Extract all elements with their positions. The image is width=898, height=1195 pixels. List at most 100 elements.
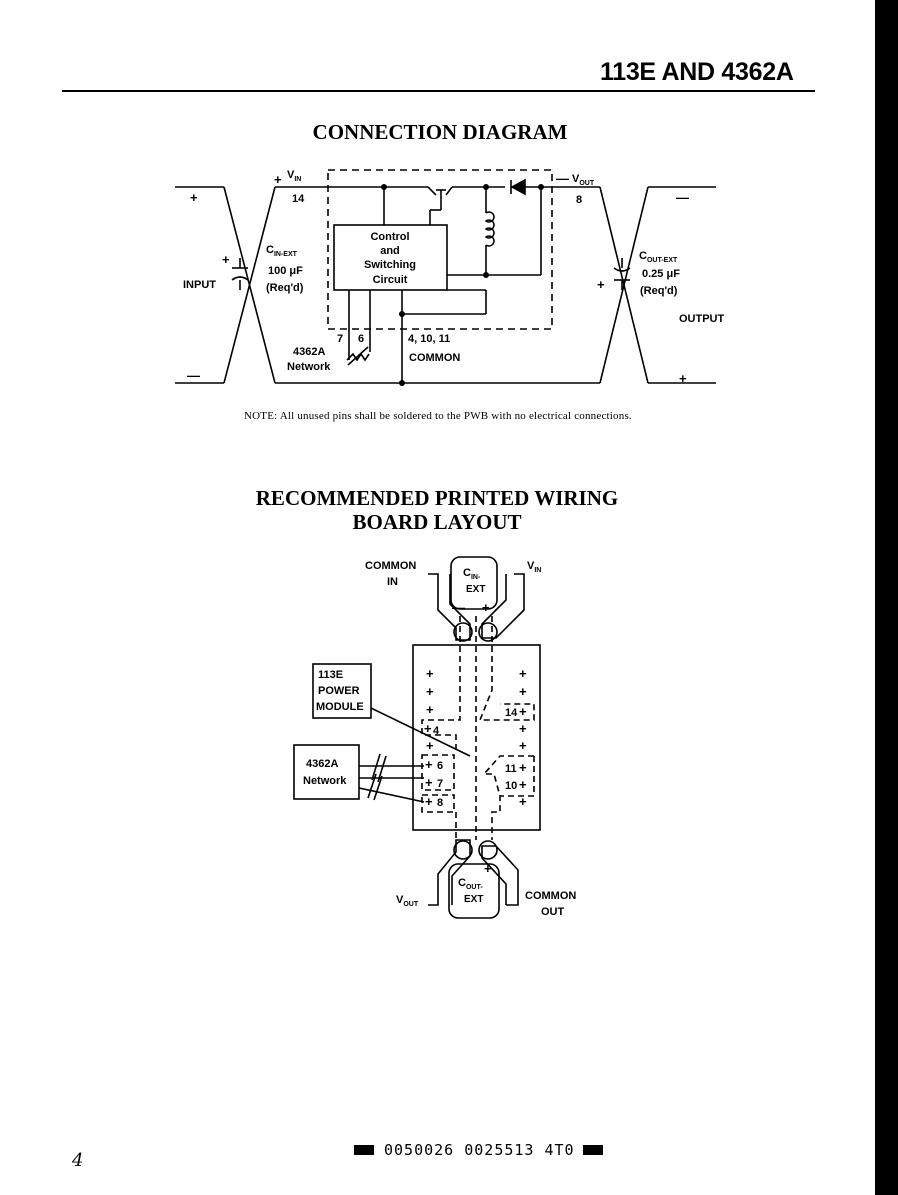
cin-label: CIN-EXT	[266, 244, 298, 258]
cout-value: 0.25 μF	[642, 268, 680, 280]
footer-code: 0050026 0025513 4T0	[384, 1141, 575, 1159]
common-in-trace	[428, 573, 471, 641]
control-block-line-3: Switching	[364, 259, 416, 271]
pad-mark: +	[426, 684, 434, 699]
cout-pad-left	[453, 840, 473, 860]
pin14-trace	[478, 616, 535, 721]
pin8-pad-group	[421, 794, 455, 813]
cout-pad-right	[478, 840, 498, 860]
barcode-mark-left	[354, 1144, 374, 1155]
pwb-pin14-label: 14	[505, 707, 518, 719]
junction-dot	[483, 272, 489, 278]
common-pins-label: 4, 10, 11	[408, 333, 450, 345]
transistor-collector	[427, 186, 437, 196]
network-box-label-1: 4362A	[306, 758, 338, 770]
page-header-title: 113E AND 4362A	[600, 58, 794, 86]
barcode-mark-right	[582, 1144, 603, 1155]
vin-pin-number: 14	[292, 193, 305, 205]
cout-plus-sign: +	[597, 277, 605, 292]
network-resistor-zigzag	[346, 352, 370, 362]
junction-dot	[399, 311, 405, 317]
input-cross-line-b	[223, 186, 276, 384]
common-in-label-1: COMMON	[365, 560, 416, 572]
cout-plus-mark: +	[484, 861, 492, 876]
common-in-label-2: IN	[387, 576, 398, 588]
network-break-mark-4	[373, 775, 383, 801]
output-plus-sign: +	[679, 371, 687, 386]
pwb-pin10-label: 10	[505, 780, 517, 792]
pin4-trace	[421, 616, 461, 750]
pad-mark: +	[426, 702, 434, 717]
cin-value: 100 μF	[268, 265, 303, 277]
footer-barcode-text: 0050026 0025513 4T0	[354, 1141, 603, 1159]
pad-mark: +	[424, 721, 432, 736]
pwb-vin-label: VIN	[527, 560, 541, 574]
diagrams-svg: + — + INPUT + VIN 14 CIN-EXT 100 μF (Req…	[175, 169, 725, 919]
output-label: OUTPUT	[679, 313, 725, 325]
pwb-cout-ext-label: EXT	[464, 894, 483, 905]
control-block-line-1: Control	[370, 231, 409, 243]
common-out-label-1: COMMON	[525, 890, 576, 902]
cout-plate-top	[613, 267, 631, 272]
common-label: COMMON	[409, 352, 460, 364]
module-boundary	[327, 169, 553, 330]
pad-mark: +	[426, 738, 434, 753]
input-plus-sign: +	[190, 190, 198, 205]
inductor-coil	[484, 211, 495, 247]
common-out-label-2: OUT	[541, 906, 565, 918]
junction-dots	[381, 184, 544, 386]
pwb-cin-ext-label: EXT	[466, 584, 485, 595]
control-block-line-2: and	[380, 245, 400, 257]
pwb-title-line-2: BOARD LAYOUT	[352, 510, 522, 534]
pad-mark: +	[519, 721, 527, 736]
control-block-line-4: Circuit	[373, 274, 408, 286]
junction-dot	[399, 380, 405, 386]
pad-mark: +	[519, 777, 527, 792]
pad-plus-marks: + + + + + + + + + + + + + + + + — + +	[424, 600, 527, 876]
junction-dot	[538, 184, 544, 190]
diode-triangle	[510, 178, 526, 196]
pad-mark: +	[519, 738, 527, 753]
module-leader-line	[370, 707, 471, 757]
cin-ext-footprint	[450, 556, 498, 610]
output-cross-line-b	[599, 186, 649, 384]
network-label-line-1: 4362A	[293, 346, 325, 358]
4362a-network-box	[293, 744, 360, 800]
cin-plate-bottom	[231, 276, 249, 281]
vin-plus-sign: +	[274, 172, 282, 187]
pad-mark: +	[425, 794, 433, 809]
cin-pad-left	[453, 622, 473, 642]
pwb-layout	[293, 556, 541, 919]
output-minus-sign: —	[676, 190, 689, 205]
datasheet-page: 113E AND 4362A CONNECTION DIAGRAM	[0, 0, 875, 1195]
network-break-mark-3	[367, 773, 377, 799]
pwb-pin7-label: 7	[437, 778, 443, 790]
pad-mark: +	[425, 775, 433, 790]
input-label: INPUT	[183, 279, 216, 291]
module-label-3: MODULE	[316, 701, 364, 713]
network-adjust-arrow	[347, 346, 369, 366]
vin-label: VIN	[287, 169, 301, 183]
common-out-trace	[481, 845, 519, 906]
network-label-line-2: Network	[287, 361, 331, 373]
vout-trace	[428, 839, 471, 906]
pad-mark: +	[519, 704, 527, 719]
handwritten-page-mark: 4	[72, 1150, 84, 1171]
transistor-emitter	[445, 186, 453, 196]
pad-mark: +	[519, 684, 527, 699]
cin-required: (Req'd)	[266, 282, 304, 294]
pin7-label: 7	[337, 333, 343, 345]
junction-dot	[381, 184, 387, 190]
vout-pin-number: 8	[576, 194, 582, 206]
network-break-mark-1	[371, 753, 381, 781]
pad-mark: +	[519, 760, 527, 775]
pwb-pin8-label: 8	[437, 797, 443, 809]
vout-label: VOUT	[572, 173, 595, 187]
pwb-pin6-label: 6	[437, 760, 443, 772]
cin-plus-sign: +	[222, 252, 230, 267]
network-box-label-2: Network	[303, 775, 347, 787]
cout-label: COUT-EXT	[639, 250, 678, 264]
pad-mark: +	[519, 666, 527, 681]
vout-minus-sign: —	[556, 171, 569, 186]
connection-note: NOTE: All unused pins shall be soldered …	[244, 410, 632, 422]
